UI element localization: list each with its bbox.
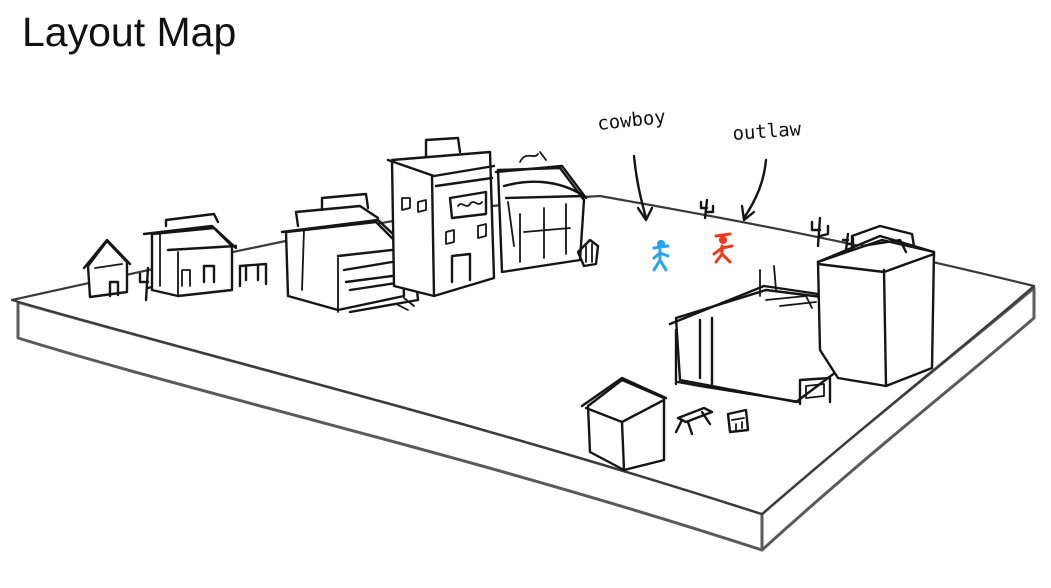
gate-left bbox=[238, 262, 268, 288]
outlaw-annotation: outlaw bbox=[732, 118, 803, 222]
cacti-back bbox=[699, 198, 855, 252]
crate bbox=[726, 408, 750, 434]
saloon bbox=[280, 192, 420, 314]
outlaw-arrow bbox=[742, 158, 768, 220]
page-title: Layout Map bbox=[22, 9, 237, 55]
barrel bbox=[576, 238, 600, 268]
tall-hotel bbox=[386, 136, 496, 298]
outlaw-label: outlaw bbox=[732, 118, 803, 145]
big-barn bbox=[668, 265, 838, 406]
tall-tower bbox=[816, 224, 936, 388]
small-house bbox=[142, 212, 238, 298]
ground-board bbox=[10, 194, 1036, 552]
bench bbox=[674, 406, 714, 436]
cowboy-figure bbox=[652, 239, 670, 272]
small-shed bbox=[580, 376, 668, 472]
small-hut bbox=[82, 238, 132, 299]
general-store bbox=[494, 151, 588, 274]
outlaw-figure bbox=[712, 232, 734, 264]
cowboy-label: cowboy bbox=[596, 106, 667, 135]
cowboy-arrow bbox=[632, 154, 648, 220]
